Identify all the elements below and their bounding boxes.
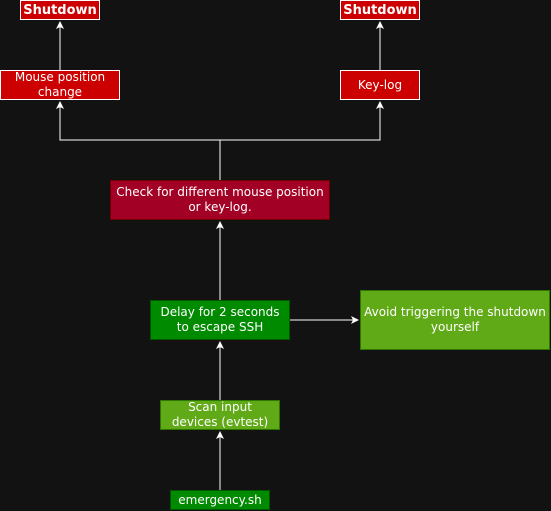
script-node: emergency.sh xyxy=(170,490,270,510)
mouse-position-node: Mouse position change xyxy=(0,70,120,100)
scan-node: Scan input devices (evtest) xyxy=(160,400,280,430)
key-log-node: Key-log xyxy=(340,70,420,100)
shutdown-right-node: Shutdown xyxy=(340,0,420,20)
shutdown-left-node: Shutdown xyxy=(20,0,100,20)
check-node: Check for different mouse position or ke… xyxy=(110,180,330,220)
edge-check-to-mouse xyxy=(56,101,221,180)
avoid-node: Avoid triggering the shutdown yourself xyxy=(360,290,550,350)
edge-check-to-keylog xyxy=(220,101,384,141)
delay-node: Delay for 2 seconds to escape SSH xyxy=(150,300,290,340)
